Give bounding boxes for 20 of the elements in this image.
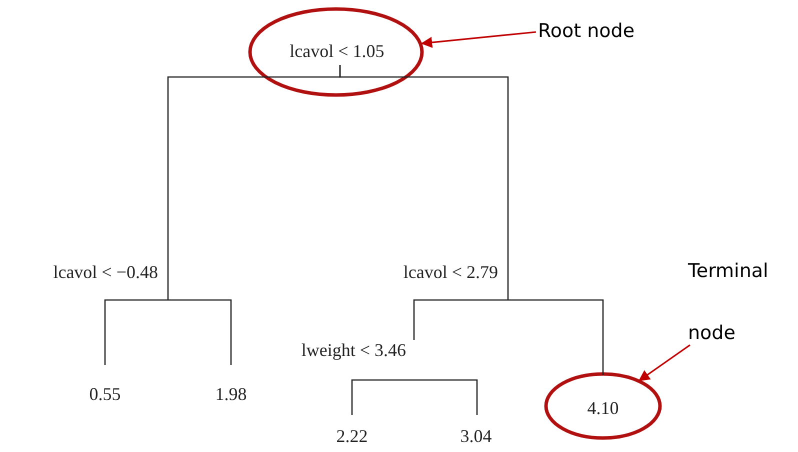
split-condition: lcavol < 1.05 [290,40,384,62]
tree-branch [413,379,478,415]
tree-branch [351,379,415,415]
tree-branch [167,299,232,365]
leaf-value: 2.22 [336,426,368,447]
leaf-value: 1.98 [215,384,247,405]
tree-branch [104,299,169,365]
tree-branch [339,65,509,300]
pointer-arrow [638,344,690,382]
tree-branch [413,299,509,340]
tree-branch [507,299,604,375]
annotation-label: Root node [538,20,635,42]
leaf-value: 3.04 [460,426,492,447]
split-condition: lcavol < 2.79 [403,262,498,283]
pointer-arrow [420,31,536,48]
split-condition: lcavol < −0.48 [53,262,158,283]
annotation-label: Terminal node [688,259,770,346]
leaf-value: 0.55 [89,384,121,405]
split-condition: lweight < 3.46 [301,340,406,361]
leaf-value: 4.10 [587,398,619,419]
